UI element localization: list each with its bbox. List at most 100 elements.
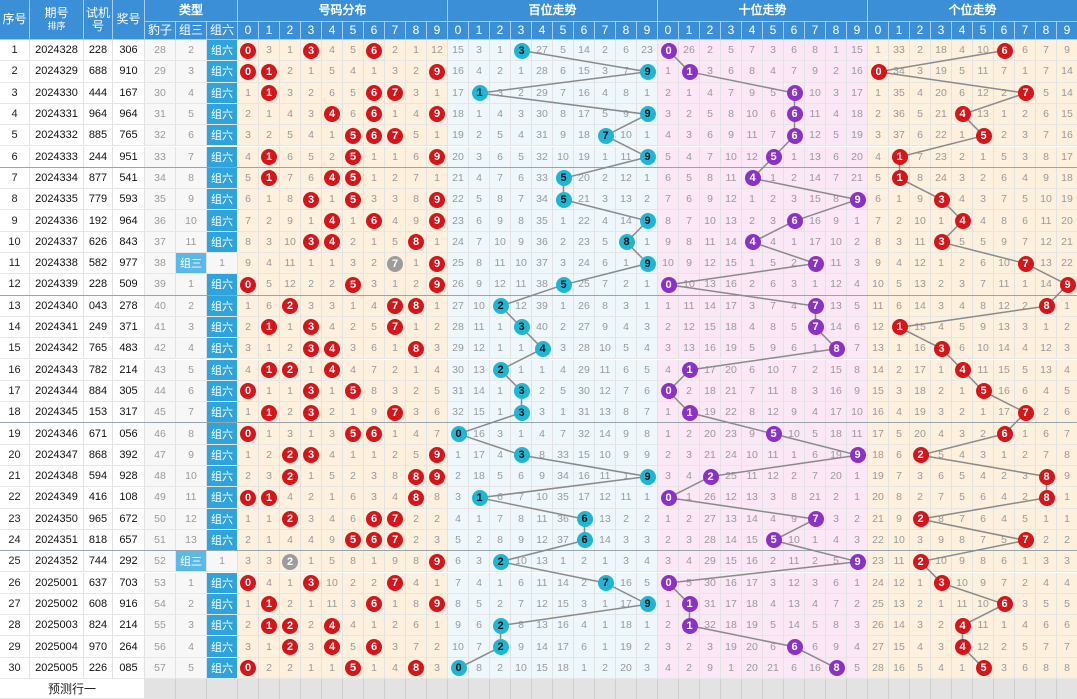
s-trend-ball: 2 [702,468,719,485]
h-trend-line [500,603,648,627]
distribution-cell: 4 [259,253,280,275]
h-trend-cell: 28 [532,61,553,83]
distribution-ball: 6 [366,511,382,528]
distribution-ball: 7 [387,255,403,272]
header-tens-digit-1: 1 [679,22,700,40]
g-trend-ball: 2 [912,447,929,464]
header-units-digit-8: 8 [1036,22,1057,40]
h-trend-ball: 2 [492,638,509,655]
g-trend-line [878,49,1005,73]
distribution-cell: 1 [385,103,406,126]
row-leopard-miss: 28 [145,40,176,62]
distribution-cell: 2 [259,125,280,147]
s-trend-cell: 1 [784,231,805,253]
s-trend-cell: 2 [847,231,868,253]
h-trend-line [458,433,522,456]
header-group3: 组三 [176,22,207,40]
g-trend-cell: 6 [973,253,994,275]
h-trend-cell: 5 [469,189,490,211]
s-trend-cell: 3 [826,82,847,104]
h-trend-cell: 2 [490,61,511,83]
distribution-ball: 9 [429,553,445,570]
s-trend-line [689,347,837,371]
h-trend-ball: 5 [555,191,572,208]
h-trend-cell: 2 [595,167,616,190]
g-trend-cell: 4 [889,253,910,275]
h-trend-line [479,475,648,499]
row-period: 2024337 [30,231,84,253]
h-trend-cell: 18 [574,125,595,147]
g-trend-cell: 36 [889,103,910,126]
row-test-number: 228 [84,40,113,62]
s-trend-cell: 12 [805,125,826,147]
h-trend-cell: 23 [637,40,658,62]
g-trend-cell: 7 [994,61,1015,83]
distribution-ball: 6 [366,42,382,59]
distribution-ball: 7 [387,404,403,421]
h-trend-cell: 10 [490,231,511,253]
h-trend-cell: 2 [553,231,574,253]
row-prize-number: 306 [113,40,145,62]
header-hundreds-digit-8: 8 [616,22,637,40]
h-trend-line [500,539,585,563]
s-trend-ball: 6 [786,127,803,144]
header-distribution-digit-9: 9 [427,22,448,40]
s-trend-cell: 2 [700,40,721,62]
distribution-cell: 5 [322,61,343,83]
g-trend-cell: 1 [931,210,952,232]
g-trend-line [920,518,1026,542]
h-trend-line [500,284,564,307]
distribution-cell: 9 [406,210,427,232]
s-trend-cell: 1 [658,61,679,83]
distribution-ball: 3 [303,191,319,208]
row-group6-tag: 组六 [207,210,238,232]
distribution-cell: 1 [280,40,301,62]
distribution-ball: 9 [429,63,445,80]
distribution-ball: 9 [429,276,445,293]
row-group6-tag: 组六 [207,125,238,147]
h-trend-cell: 4 [595,210,616,232]
h-trend-cell: 1 [490,40,511,62]
g-trend-ball: 0 [870,63,887,80]
h-trend-cell: 21 [448,167,469,190]
h-trend-ball: 2 [492,298,509,315]
s-trend-cell: 2 [763,189,784,211]
h-trend-cell: 3 [511,103,532,126]
g-trend-cell: 2 [1015,103,1036,126]
header-test-number: 试机号 [84,0,113,40]
h-trend-ball: 3 [513,404,530,421]
g-trend-cell: 14 [1057,82,1077,104]
g-trend-cell: 1 [1015,61,1036,83]
row-prize-number: 951 [113,146,145,168]
g-trend-ball: 8 [1038,489,1055,506]
header-tens-digit-8: 8 [826,22,847,40]
distribution-ball: 7 [387,85,403,102]
distribution-cell: 1 [427,125,448,147]
s-trend-cell: 3 [763,40,784,62]
row-group6-tag: 组六 [207,189,238,211]
s-trend-cell: 9 [679,253,700,275]
header-prize-number: 奖号 [113,0,145,40]
distribution-cell: 9 [280,210,301,232]
h-trend-ball: 6 [576,532,593,549]
h-trend-line [563,262,648,286]
h-trend-cell: 10 [511,253,532,275]
s-trend-cell: 2 [784,167,805,190]
distribution-ball: 6 [366,212,382,229]
header-hundreds-digit-3: 3 [511,22,532,40]
s-trend-cell: 10 [700,210,721,232]
s-trend-cell: 11 [805,103,826,126]
distribution-cell: 3 [406,82,427,104]
h-trend-cell: 1 [637,167,658,190]
header-hundreds-digit-1: 1 [469,22,490,40]
row-index: 7 [0,167,30,190]
s-trend-cell: 5 [700,103,721,126]
h-trend-cell: 11 [490,253,511,275]
sort-button[interactable]: 排序 [47,21,66,32]
h-trend-cell: 4 [595,82,616,104]
s-trend-cell: 15 [805,189,826,211]
g-trend-ball: 9 [1059,276,1076,293]
distribution-cell: 12 [427,40,448,62]
distribution-ball: 0 [240,575,256,591]
h-trend-ball: 9 [639,149,656,165]
